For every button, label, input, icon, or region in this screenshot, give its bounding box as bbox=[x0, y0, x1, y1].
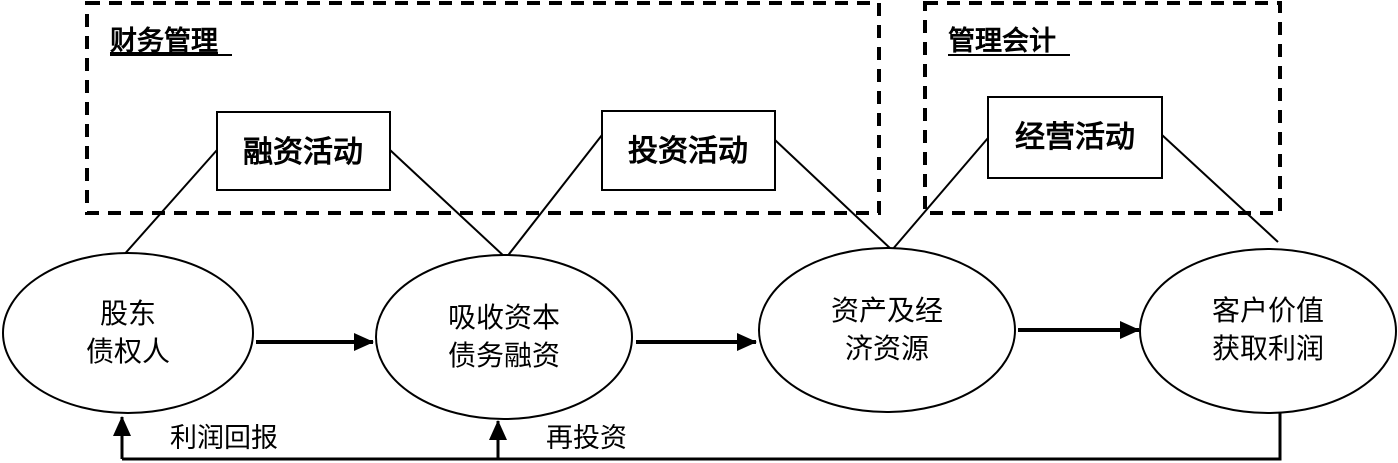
capital-node bbox=[375, 254, 633, 420]
shareholders-node bbox=[2, 252, 254, 414]
connector-line bbox=[891, 137, 989, 251]
management-accounting-label: 管理会计 bbox=[948, 26, 1056, 57]
connector-line bbox=[1161, 134, 1279, 243]
connector-line bbox=[505, 134, 603, 259]
assets-line-2: 济资源 bbox=[845, 332, 929, 365]
profit-return-label: 利润回报 bbox=[170, 423, 278, 454]
return-loop-line bbox=[122, 413, 1282, 461]
operating-activity-label: 经营活动 bbox=[1015, 120, 1135, 155]
financing-activity-label: 融资活动 bbox=[243, 135, 363, 170]
connector-line bbox=[774, 139, 893, 251]
connector-line bbox=[389, 149, 507, 259]
shareholders-line-1: 股东 bbox=[100, 297, 156, 330]
financing-activity-box bbox=[216, 111, 391, 191]
shareholders-line-2: 债权人 bbox=[86, 335, 170, 368]
customers-line-2: 获取利润 bbox=[1212, 332, 1324, 365]
assets-line-1: 资产及经 bbox=[831, 294, 943, 327]
capital-line-2: 债务融资 bbox=[448, 339, 560, 372]
reinvest-label: 再投资 bbox=[546, 423, 627, 454]
investing-activity-label: 投资活动 bbox=[628, 134, 748, 169]
management-accounting-region bbox=[923, 1, 1282, 215]
investing-activity-box bbox=[601, 110, 776, 191]
assets-node bbox=[758, 247, 1016, 413]
financial-management-label: 财务管理 bbox=[110, 26, 218, 57]
capital-line-1: 吸收资本 bbox=[448, 301, 560, 334]
operating-activity-box bbox=[987, 96, 1163, 179]
connector-line bbox=[121, 149, 218, 258]
customers-node bbox=[1139, 248, 1397, 414]
customers-line-1: 客户价值 bbox=[1212, 294, 1324, 327]
financial-management-region bbox=[85, 1, 881, 215]
